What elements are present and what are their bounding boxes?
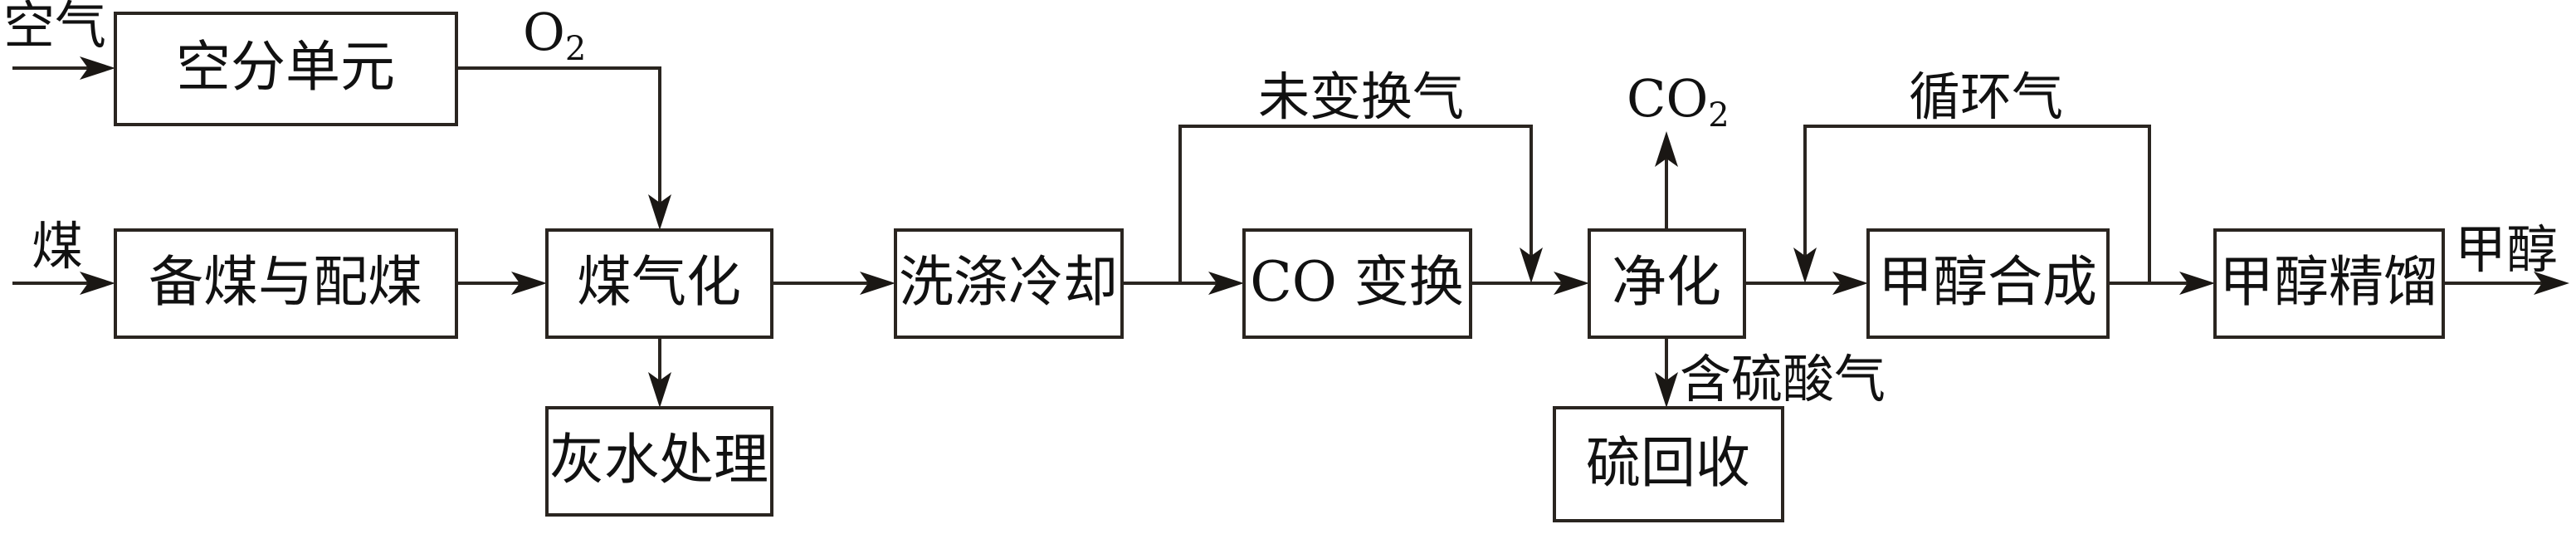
arrowheads [80, 56, 2569, 408]
o2-main: O [523, 2, 565, 62]
arrow-right-icon [1554, 272, 1589, 295]
arrow-right-icon [511, 272, 547, 295]
stream-label-recycle-gas: 循环气 [1909, 66, 2063, 127]
node-label: 洗涤冷却 [899, 250, 1118, 314]
stream-label-coal: 煤 [32, 216, 83, 277]
arrow-right-icon [2179, 272, 2215, 295]
node-purification: 净化 [1588, 228, 1746, 339]
stream-label-acid-gas: 含硫酸气 [1680, 349, 1886, 409]
node-methanol-distillation: 甲醇精馏 [2213, 228, 2445, 339]
node-label: 备煤与配煤 [149, 250, 422, 314]
node-label: CO 变换 [1250, 250, 1464, 314]
node-gasification: 煤气化 [545, 228, 773, 339]
stream-label-unshifted-gas: 未变换气 [1258, 66, 1464, 127]
node-co-shift: CO 变换 [1242, 228, 1472, 339]
arrow-right-icon [860, 272, 895, 295]
arrow-right-icon [1208, 272, 1244, 295]
co2-subscript: 2 [1708, 96, 1729, 135]
o2-subscript: 2 [565, 30, 586, 68]
node-label: 煤气化 [577, 250, 741, 314]
node-coal-prep: 备煤与配煤 [114, 228, 458, 339]
stream-label-co2: CO2 [1627, 68, 1730, 135]
arrow-right-icon [2534, 272, 2569, 295]
arrow-down-icon [1655, 372, 1678, 408]
edge-recycle-gas [1803, 125, 2151, 283]
arrow-right-icon [1832, 272, 1868, 295]
node-label: 甲醇合成 [1878, 250, 2097, 314]
co2-main: CO [1627, 68, 1708, 129]
stream-label-methanol: 甲醇 [2455, 219, 2558, 280]
node-methanol-synthesis: 甲醇合成 [1866, 228, 2110, 339]
node-label: 空分单元 [176, 35, 395, 99]
node-label: 甲醇精馏 [2219, 250, 2438, 314]
node-air-separation: 空分单元 [114, 12, 458, 126]
stream-label-air: 空气 [3, 0, 106, 56]
node-label: 净化 [1612, 250, 1721, 314]
edge-unshifted-bypass [1178, 125, 1533, 283]
arrow-up-icon [1655, 131, 1678, 167]
stream-label-o2: O2 [523, 2, 586, 68]
edge-o2 [456, 66, 661, 213]
node-sulfur-recovery: 硫回收 [1553, 406, 1784, 522]
node-washing-cooling: 洗涤冷却 [894, 228, 1124, 339]
node-gray-water: 灰水处理 [545, 406, 773, 517]
node-label: 硫回收 [1586, 431, 1750, 495]
node-label: 灰水处理 [549, 428, 768, 492]
arrow-down-icon [1793, 247, 1817, 283]
arrow-right-icon [80, 272, 115, 295]
arrow-right-icon [80, 56, 115, 80]
arrow-down-icon [648, 372, 671, 408]
arrow-down-icon [1520, 247, 1543, 283]
arrow-down-icon [648, 194, 671, 230]
flow-lines [12, 66, 2551, 390]
